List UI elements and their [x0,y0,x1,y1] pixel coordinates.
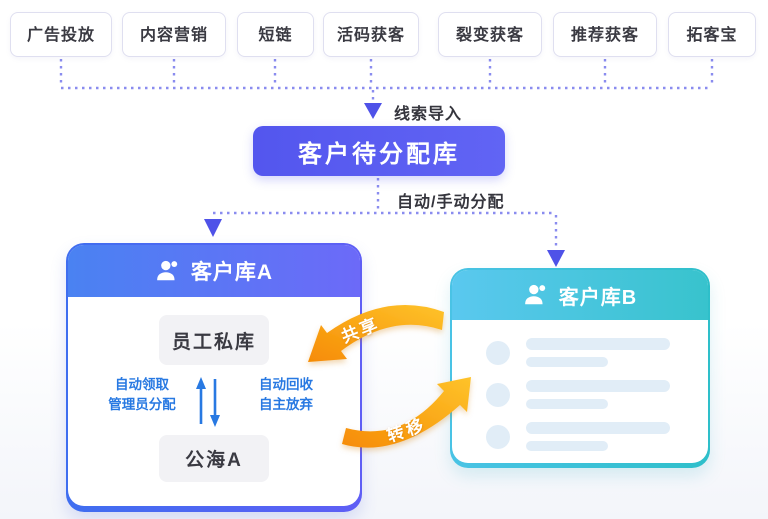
pool-a-header: 客户库A [68,245,360,297]
dotted-connectors [59,59,714,247]
customer-pool-b: 客户库B [450,268,710,468]
assign-mode-label: 自动/手动分配 [397,194,505,211]
text-placeholder [526,380,670,392]
user-icon [157,260,178,281]
claim-assign-label: 自动领取 管理员分配 [82,375,202,414]
placeholder-row [486,338,708,367]
pool-b-title: 客户库B [558,286,638,309]
auto-claim-line: 自动领取 [115,377,169,392]
pool-a-body: 员工私库 自动领取 管理员分配 自动回收 自主放弃 公海A [68,297,360,506]
placeholder-list [452,320,708,451]
pool-b-body [452,320,708,463]
avatar-placeholder [486,382,510,407]
customer-pool-a: 客户库A 员工私库 自动领取 管理员分配 自动回收 自主放弃 公海A [66,243,362,512]
avatar-placeholder [486,424,510,449]
pool-a-title: 客户库A [190,261,274,284]
placeholder-row [486,422,708,451]
pool-b-header: 客户库B [452,270,708,320]
channel-box-livecode: 活码获客 [323,12,419,57]
text-placeholder [526,441,608,451]
channel-box-referral: 推荐获客 [553,12,657,57]
pending-pool-label: 客户待分配库 [298,140,460,168]
channel-box-tuokebao: 拓客宝 [668,12,756,57]
connector-arrowheads [204,103,565,267]
text-placeholder [526,357,608,367]
user-icon [524,284,545,305]
public-sea-card: 公海A [159,435,269,482]
self-abandon-line: 自主放弃 [259,396,313,412]
placeholder-row [486,380,708,409]
auto-recycle-line: 自动回收 [259,377,313,392]
lead-import-label: 线索导入 [394,106,463,123]
pending-pool-node: 客户待分配库 [253,126,505,176]
channel-box-content: 内容营销 [122,12,226,57]
avatar-placeholder [486,340,510,365]
channel-box-shortlink: 短链 [237,12,314,57]
text-placeholder [526,338,670,350]
channel-box-ads: 广告投放 [10,12,112,57]
text-placeholder [526,399,608,409]
private-pool-card: 员工私库 [159,315,269,365]
recycle-abandon-label: 自动回收 自主放弃 [226,375,346,414]
text-placeholder [526,422,670,434]
admin-assign-line: 管理员分配 [108,396,176,412]
channel-box-fission: 裂变获客 [438,12,542,57]
